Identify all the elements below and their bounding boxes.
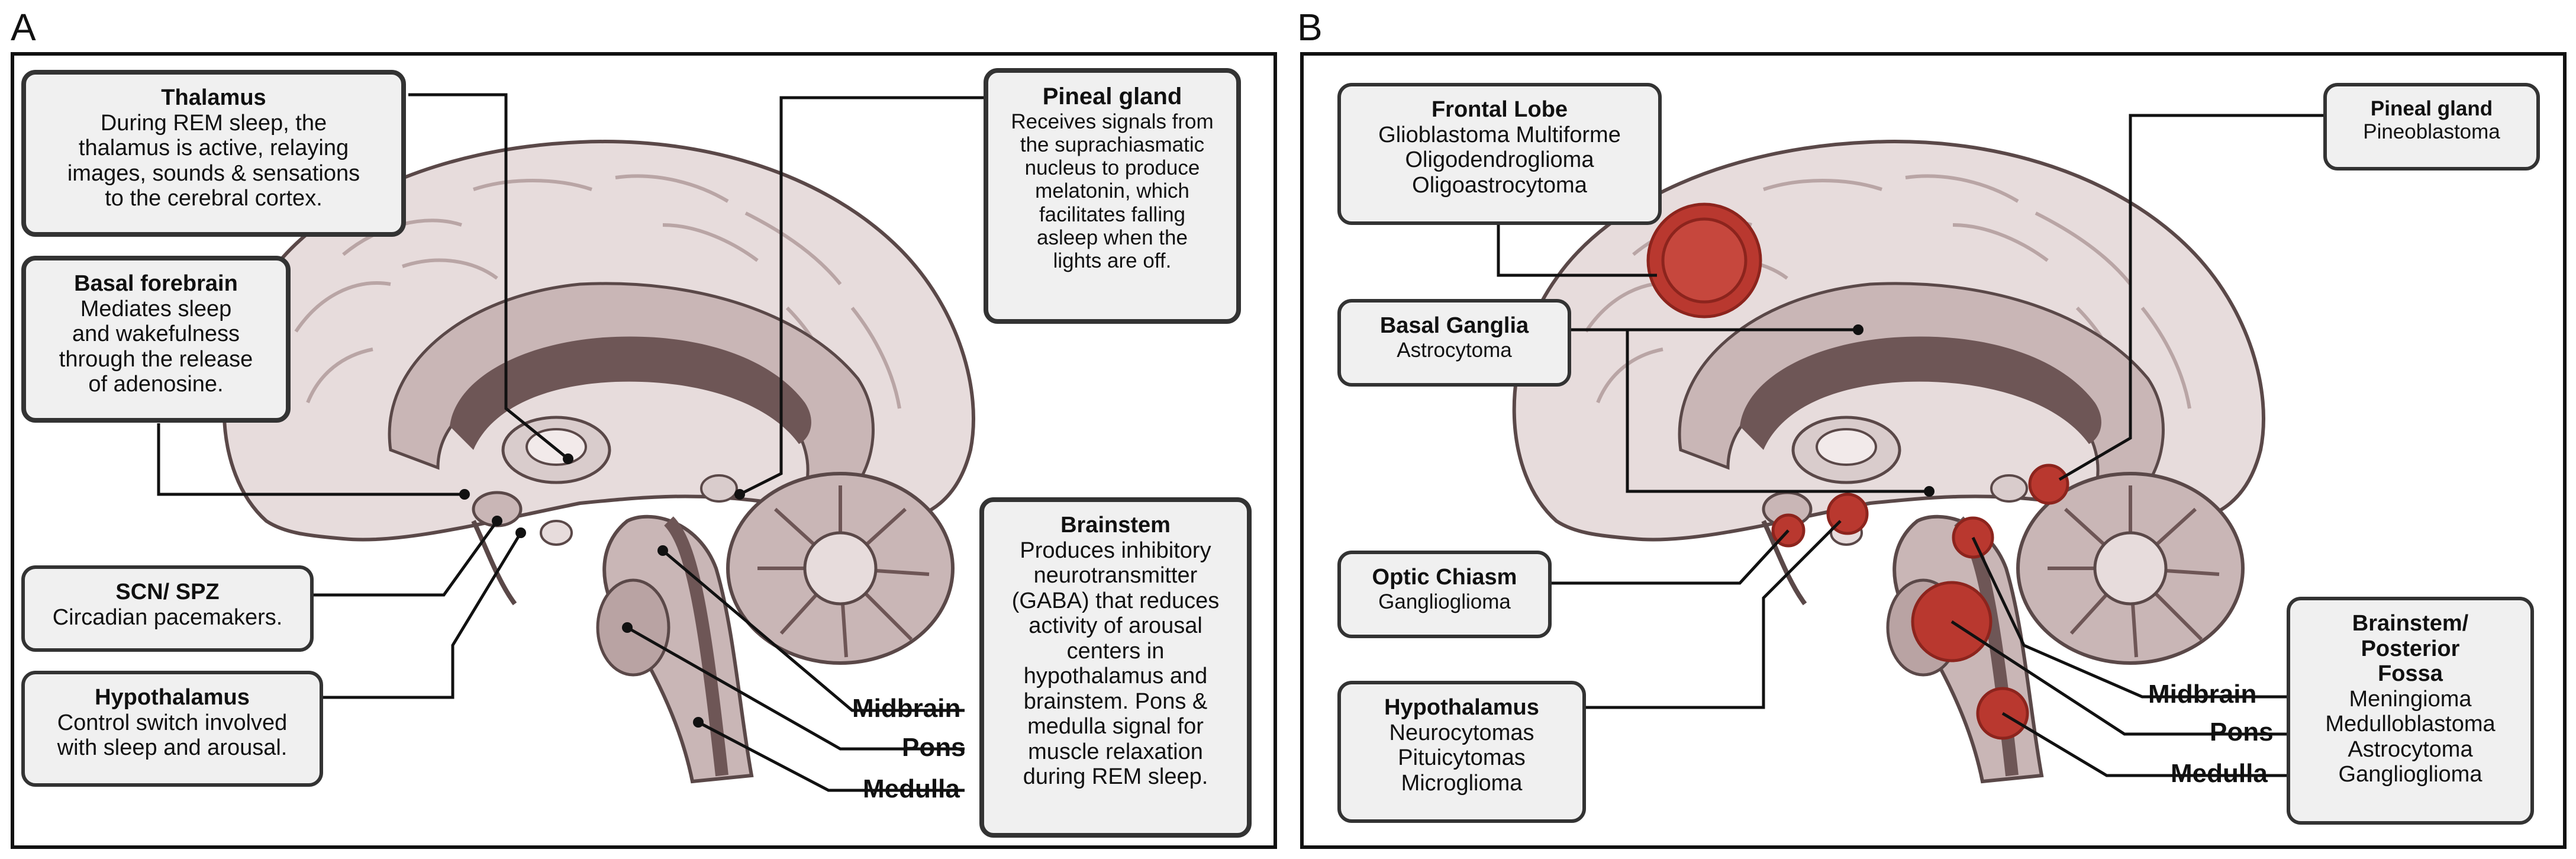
panel-letter-b: B [1297,6,1323,49]
hypothalamus-a-body: Control switch involved with sleep and a… [57,710,288,761]
basal-ganglia-box: Basal Ganglia Astrocytoma [1337,299,1571,387]
pineal-b-body: Pineoblastoma [2363,120,2500,144]
brainstem-a-body: Produces inhibitory neurotransmitter (GA… [1011,538,1220,790]
thalamus-box: Thalamus During REM sleep, the thalamus … [21,70,406,237]
midbrain-label-a: Midbrain [852,694,961,723]
optic-chiasm-title: Optic Chiasm [1372,565,1517,590]
brainstem-a-title: Brainstem [1060,513,1171,538]
pineal-b-title: Pineal gland [2370,97,2493,120]
basal-forebrain-box: Basal forebrain Mediates sleep and wakef… [21,256,291,423]
panel-letter-a: A [11,6,36,49]
panel-a-leader-lines [157,93,985,792]
scn-body: Circadian pacemakers. [52,604,283,630]
basal-ganglia-body: Astrocytoma [1397,338,1512,362]
optic-chiasm-box: Optic Chiasm Ganglioglioma [1337,551,1552,638]
scn-title: SCN/ SPZ [115,580,220,604]
medulla-label-a: Medulla [863,774,960,803]
medulla-label-b: Medulla [2171,759,2268,788]
panel-b-tumors [1646,202,2069,740]
panel-a-leader-dots [459,453,745,728]
panel-a-brain [224,141,973,781]
brainstem-box-a: Brainstem Produces inhibitory neurotrans… [979,497,1252,838]
basal-forebrain-body: Mediates sleep and wakefulness through t… [59,296,253,397]
pons-label-a: Pons [902,733,966,762]
thalamus-body: During REM sleep, the thalamus is active… [67,110,360,211]
pons-label-b: Pons [2210,718,2274,747]
hypothalamus-box-b: Hypothalamus Neurocytomas Pituicytomas M… [1337,681,1586,823]
brainstem-b-body: Meningioma Medulloblastoma Astrocytoma G… [2325,686,2496,787]
hypothalamus-box-a: Hypothalamus Control switch involved wit… [21,671,323,787]
hypothalamus-b-body: Neurocytomas Pituicytomas Microglioma [1389,720,1534,796]
midbrain-label-b: Midbrain [2148,680,2257,709]
hypothalamus-b-title: Hypothalamus [1384,695,1539,720]
brainstem-box-b: Brainstem/ Posterior Fossa Meningioma Me… [2287,597,2534,825]
frontal-lobe-title: Frontal Lobe [1431,97,1568,122]
pineal-box-a: Pineal gland Receives signals from the s… [984,68,1241,324]
thalamus-title: Thalamus [161,85,266,110]
brainstem-b-title: Brainstem/ Posterior Fossa [2352,611,2469,687]
basal-forebrain-title: Basal forebrain [74,271,238,296]
frontal-lobe-body: Glioblastoma Multiforme Oligodendrogliom… [1378,122,1621,198]
pineal-a-body: Receives signals from the suprachiasmati… [1011,110,1214,272]
pineal-a-title: Pineal gland [1042,83,1182,110]
pineal-box-b: Pineal gland Pineoblastoma [2323,83,2540,170]
optic-chiasm-body: Ganglioglioma [1378,590,1511,613]
frontal-lobe-box: Frontal Lobe Glioblastoma Multiforme Oli… [1337,83,1662,225]
panel-b-leader-lines [1497,114,2326,777]
hypothalamus-a-title: Hypothalamus [95,685,250,710]
panel-b-leader-dots [1853,324,1935,497]
basal-ganglia-title: Basal Ganglia [1379,313,1529,338]
scn-box: SCN/ SPZ Circadian pacemakers. [21,565,314,652]
